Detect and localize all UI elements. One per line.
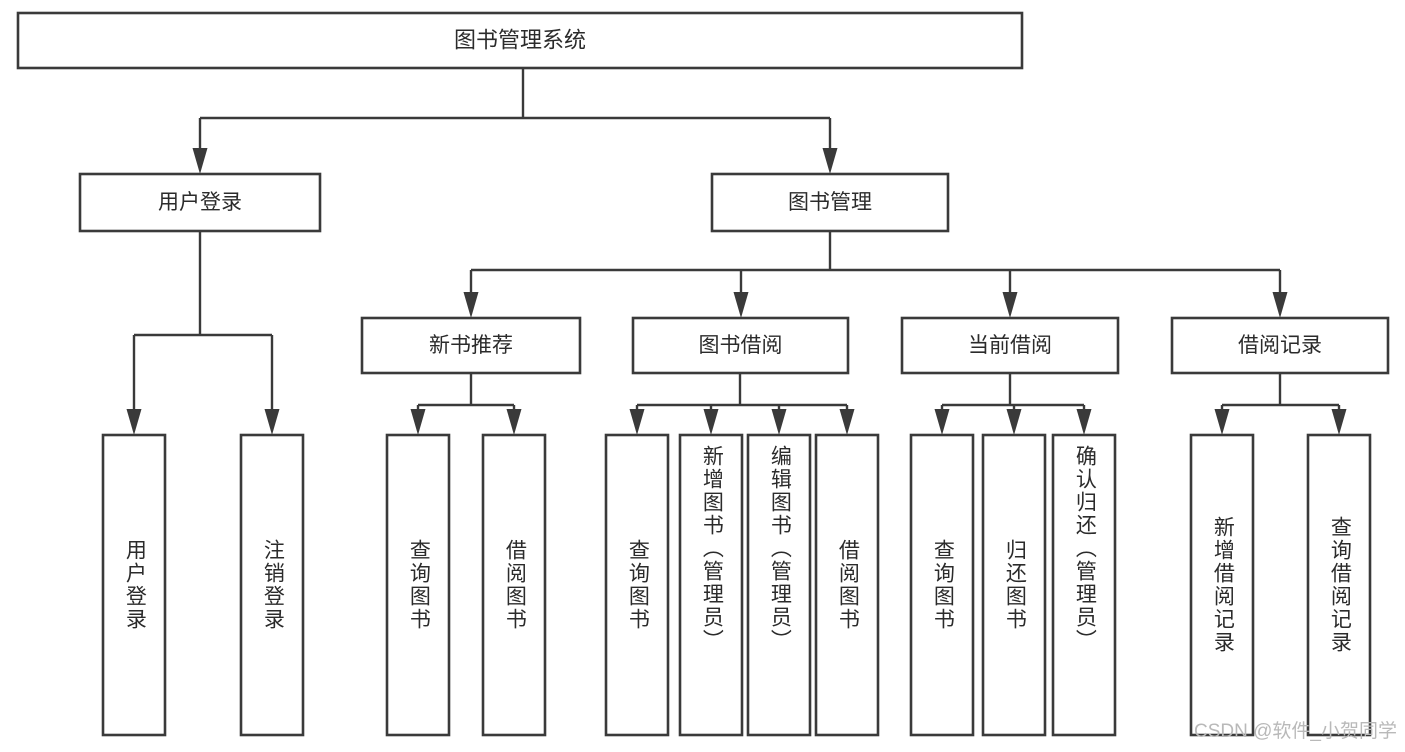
arrow-head-icon: [1272, 292, 1288, 318]
arrow-head-icon: [771, 409, 787, 435]
connector-layer: [126, 68, 1347, 435]
arrow-head-icon: [1006, 409, 1022, 435]
connector-borrow-record: [1214, 373, 1347, 435]
connector-book-borrow: [629, 373, 855, 435]
node-new-book-recommend[interactable]: 新书推荐: [360, 316, 582, 375]
connector-root: [192, 68, 838, 174]
arrow-head-icon: [822, 148, 838, 174]
node-box[interactable]: [900, 316, 1120, 375]
node-leaf-confirm-return-admin[interactable]: [1051, 433, 1117, 737]
arrow-head-icon: [629, 409, 645, 435]
node-leaf-return-book[interactable]: [981, 433, 1047, 737]
node-leaf-add-book-admin[interactable]: [678, 433, 744, 737]
arrow-head-icon: [463, 292, 479, 318]
node-label: 图书借阅: [699, 334, 783, 357]
node-leaf-edit-book-admin[interactable]: [746, 433, 812, 737]
node-box[interactable]: [16, 11, 1024, 70]
node-leaf-logout[interactable]: [239, 433, 305, 737]
node-book-manage[interactable]: 图书管理: [710, 172, 950, 233]
node-label: 新书推荐: [429, 334, 513, 357]
node-box[interactable]: [814, 433, 880, 737]
arrow-head-icon: [1076, 409, 1092, 435]
node-label: 图书管理: [788, 191, 872, 214]
node-box[interactable]: [101, 433, 167, 737]
node-box[interactable]: [385, 433, 451, 737]
node-box[interactable]: [1189, 433, 1255, 737]
node-leaf-borrow-book-1[interactable]: [481, 433, 547, 737]
node-root[interactable]: 图书管理系统: [16, 11, 1024, 70]
node-box[interactable]: [360, 316, 582, 375]
connector-book-manage: [463, 231, 1288, 318]
node-label: 用户登录: [158, 191, 242, 214]
node-leaf-user-login[interactable]: [101, 433, 167, 737]
node-label: 借阅记录: [1238, 334, 1322, 357]
node-box[interactable]: [481, 433, 547, 737]
node-label: 图书管理系统: [454, 27, 586, 52]
arrow-head-icon: [126, 409, 142, 435]
node-box[interactable]: [710, 172, 950, 233]
arrow-head-icon: [1214, 409, 1230, 435]
arrow-head-icon: [703, 409, 719, 435]
connector-new-book-recommend: [410, 373, 522, 435]
node-box[interactable]: [1051, 433, 1117, 737]
node-leaf-query-borrow-record[interactable]: [1306, 433, 1372, 737]
node-leaf-query-book-3[interactable]: [909, 433, 975, 737]
arrow-head-icon: [934, 409, 950, 435]
node-book-borrow[interactable]: 图书借阅: [631, 316, 850, 375]
arrow-head-icon: [264, 409, 280, 435]
node-user-login[interactable]: 用户登录: [78, 172, 322, 233]
connector-current-borrow: [934, 373, 1092, 435]
arrow-head-icon: [839, 409, 855, 435]
node-box[interactable]: [239, 433, 305, 737]
node-leaf-query-book-2[interactable]: [604, 433, 670, 737]
node-box[interactable]: [678, 433, 744, 737]
node-box[interactable]: [909, 433, 975, 737]
node-box[interactable]: [604, 433, 670, 737]
node-leaf-add-borrow-record[interactable]: [1189, 433, 1255, 737]
arrow-head-icon: [733, 292, 749, 318]
connector-user-login: [126, 231, 280, 435]
arrow-head-icon: [1331, 409, 1347, 435]
node-leaf-borrow-book-2[interactable]: [814, 433, 880, 737]
node-box[interactable]: [981, 433, 1047, 737]
node-box[interactable]: [746, 433, 812, 737]
node-box[interactable]: [1306, 433, 1372, 737]
arrow-head-icon: [1002, 292, 1018, 318]
arrow-head-icon: [506, 409, 522, 435]
node-box[interactable]: [1170, 316, 1390, 375]
node-borrow-record[interactable]: 借阅记录: [1170, 316, 1390, 375]
arrow-head-icon: [192, 148, 208, 174]
node-box[interactable]: [631, 316, 850, 375]
arrow-head-icon: [410, 409, 426, 435]
node-label: 当前借阅: [968, 334, 1052, 357]
node-current-borrow[interactable]: 当前借阅: [900, 316, 1120, 375]
node-leaf-query-book-1[interactable]: [385, 433, 451, 737]
node-box[interactable]: [78, 172, 322, 233]
